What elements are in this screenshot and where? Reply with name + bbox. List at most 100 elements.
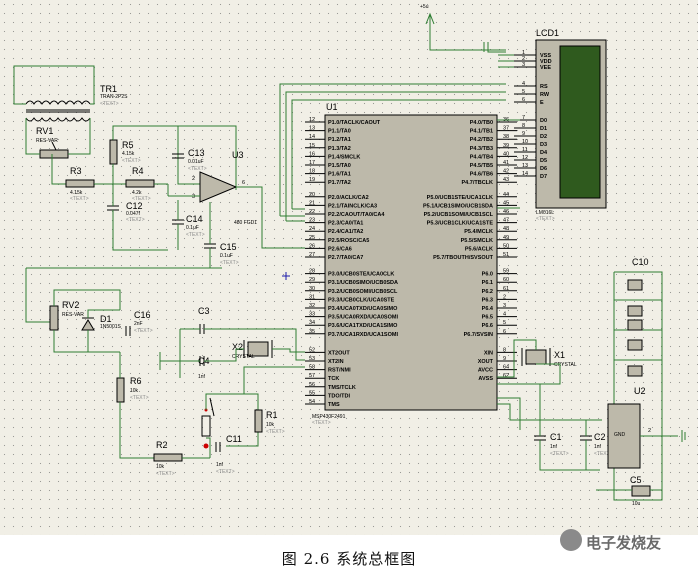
u1-pin-name: P6.4 <box>482 306 494 312</box>
u1-pin-number: 3 <box>503 303 506 309</box>
x2-crystal: X2 CRYSTAL <box>232 340 305 360</box>
rv1-potentiometer: RV1 RES-VAR <box>25 118 91 185</box>
rv2-potentiometer: RV2 RES-VAR <box>49 289 121 353</box>
lcd-pin-number: 9 <box>522 131 525 137</box>
u1-pin-name: P2.6/CA6 <box>328 246 352 252</box>
lcd-pin-name: D5 <box>540 158 547 164</box>
lcd-pin-name: D0 <box>540 118 547 124</box>
lcd-ground <box>483 42 514 68</box>
opamp-pin-3: 3 <box>192 194 195 200</box>
c14-text: <TEXT> <box>186 232 205 238</box>
u1-pin-name: XOUT <box>478 359 494 365</box>
watermark-logo: 电子发烧友 <box>556 528 696 554</box>
watermark-icon <box>560 529 582 551</box>
lcd-pin-number: 8 <box>522 123 525 129</box>
u1-pin-number: 34 <box>309 320 315 326</box>
u3-opamp: U3 2 3 6 480 FGD1 <box>167 150 305 249</box>
c12-ref: C12 <box>126 201 143 211</box>
u1-pin-name: P4.1/TB1 <box>470 129 493 135</box>
c16-capacitor: C16 2nF <TEXT> <box>125 310 153 336</box>
c13-ref: C13 <box>188 148 205 158</box>
d1-ref: D1 <box>100 314 112 324</box>
c5-ref: C5 <box>630 475 642 485</box>
u1-pin-name: XT2OUT <box>328 350 350 356</box>
c1-ref: C1 <box>550 432 562 442</box>
u1-pin-number: 20 <box>309 192 315 198</box>
r5-resistor: R5 4.15k <TEXT> <box>109 125 200 185</box>
u1-pin-number: 37 <box>503 126 509 132</box>
r4-value: 4.2k <box>132 190 142 196</box>
u1-pin-number: 64 <box>503 365 509 371</box>
u1-pin-number: 51 <box>503 252 509 258</box>
rv2-ref: RV2 <box>62 300 79 310</box>
u1-pin-name: P3.4/UCA0TXD/UCA0SIMO <box>328 306 398 312</box>
u1-pin-number: 27 <box>309 252 315 258</box>
u1-pin-number: 16 <box>309 151 315 157</box>
r5-value: 4.15k <box>122 151 135 157</box>
u1-pin-number: 35 <box>309 329 315 335</box>
c13-text: <TEXT> <box>188 166 207 172</box>
c14-ref: C14 <box>186 214 203 224</box>
u1-pin-name: P2.5/ROSC/CA5 <box>328 238 369 244</box>
lcd-pin-number: 4 <box>522 81 525 87</box>
power-terminal: +5u <box>420 4 506 51</box>
lcd-pin-name: D4 <box>540 150 548 156</box>
u1-pin-name: P2.4/CA1/TA2 <box>328 229 363 235</box>
r1-text: <TEXT> <box>266 429 285 435</box>
lcd1-ref: LCD1 <box>536 28 559 38</box>
u1-pin-number: 40 <box>503 151 509 157</box>
u1-pin-number: 47 <box>503 218 509 224</box>
tr1-value: TRAN-2P2S <box>100 94 128 100</box>
lcd-pin-number: 14 <box>522 171 528 177</box>
r2-resistor: R2 10k <TEXT> <box>153 440 210 477</box>
lcd-pin-number: 1 <box>522 50 525 56</box>
rv1-value: RES-VAR <box>36 138 58 144</box>
tr1-text: <TEXT> <box>100 101 119 107</box>
u2-value: GND <box>614 432 626 438</box>
x1-crystal: X1 CRYSTAL <box>497 339 602 430</box>
watermark-text: 电子发烧友 <box>586 534 662 552</box>
c11-text: <TEXT> <box>216 469 235 475</box>
r2-value: 10k <box>156 464 165 470</box>
u1-pin-name: P2.3/CA0/TA1 <box>328 221 363 227</box>
c3-ref: C3 <box>198 306 210 316</box>
u2-pin-2: 2 <box>648 428 651 434</box>
u1-pin-number: 14 <box>309 134 315 140</box>
u1-pin-number: 45 <box>503 200 509 206</box>
c13-capacitor: C13 0.01uF <TEXT> <box>172 125 237 190</box>
u1-pin-name: TMS <box>328 402 340 408</box>
r4-ref: R4 <box>132 166 144 176</box>
u1-pin-name: P5.5/SMCLK <box>461 238 493 244</box>
r3-ref: R3 <box>70 166 82 176</box>
u1-pin-number: 22 <box>309 209 315 215</box>
u3-ref: U3 <box>232 150 244 160</box>
c13-value: 0.01uF <box>188 159 204 165</box>
c12-text: <TEXT> <box>126 217 145 223</box>
x2-value: CRYSTAL <box>232 354 255 360</box>
u1-pin-name: P6.0 <box>482 272 493 278</box>
u2-ref: U2 <box>634 386 646 396</box>
lcd-pin-number: 7 <box>522 115 525 121</box>
u1-pin-name: P6.5 <box>482 315 493 321</box>
u1-pin-name: RST/NMI <box>328 368 351 374</box>
c11-value: 1nf <box>216 462 224 468</box>
u1-text: <TEXT> <box>312 420 331 426</box>
lower-left-wires <box>25 267 222 323</box>
r6-text: <TEXT> <box>130 395 149 401</box>
u1-pin-number: 41 <box>503 160 509 166</box>
tr1-transformer: TR1 TRAN-2P2S <TEXT> <box>13 65 128 122</box>
u1-pin-name: P2.0/ACLK/CA2 <box>328 195 369 201</box>
u1-pin-number: 52 <box>309 347 315 353</box>
lcd-pin-name: RW <box>540 92 550 98</box>
u1-pin-name: XT2IN <box>328 359 344 365</box>
r1-resistor: R1 10k <TEXT> <box>254 409 285 435</box>
c14-value: 0.1uF <box>186 225 199 231</box>
lcd-pin-name: RS <box>540 84 548 90</box>
u1-pin-name: P2.7/TA0/CA7 <box>328 255 363 261</box>
c5-value: 10u <box>632 501 641 507</box>
